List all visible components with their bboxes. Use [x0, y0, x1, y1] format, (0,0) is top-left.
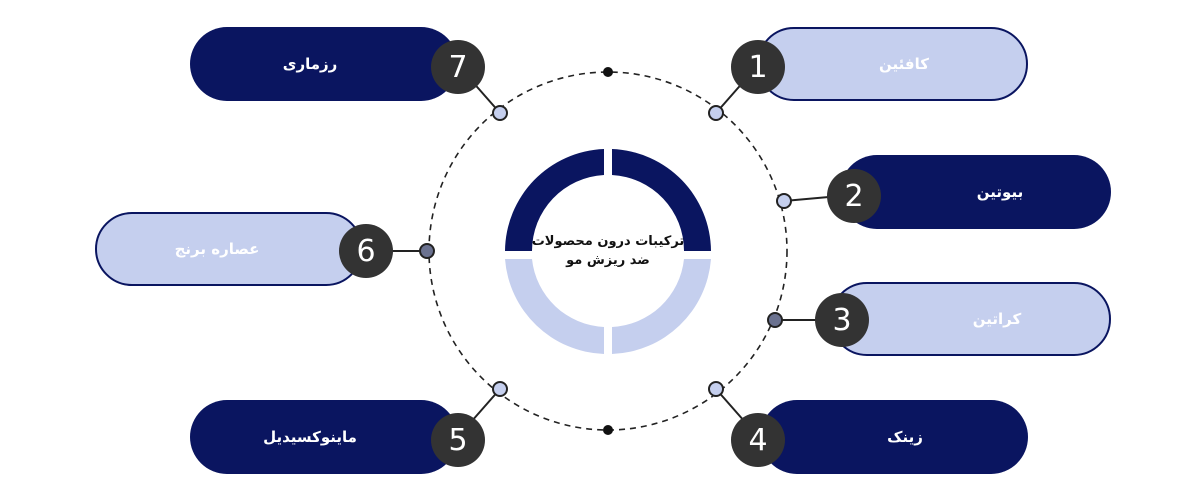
- ingredient-pill-7: رزماری: [190, 27, 458, 101]
- junction-dot-2: [776, 193, 792, 209]
- ingredient-number-6: 6: [339, 224, 393, 278]
- ingredient-number-3: 3: [815, 293, 869, 347]
- ingredient-number-4: 4: [731, 413, 785, 467]
- ingredient-label-6: عصاره برنج: [174, 240, 260, 258]
- ingredient-number-5: 5: [431, 413, 485, 467]
- junction-dot-7: [492, 105, 508, 121]
- center-title-line-2: ضد ریزش مو: [566, 253, 650, 268]
- ingredient-pill-3: کراتین: [830, 282, 1111, 356]
- circle-top-dot: [603, 67, 613, 77]
- center-title-line-1: ترکیبات درون محصولات: [531, 234, 685, 249]
- center-title: ترکیبات درون محصولات ضد ریزش مو: [508, 232, 708, 270]
- junction-dot-1: [708, 105, 724, 121]
- donut-segment-top-right: [612, 149, 711, 251]
- donut-segment-bottom-right: [612, 259, 711, 354]
- ingredient-pill-2: بیوتین: [840, 155, 1111, 229]
- ingredient-number-7: 7: [431, 40, 485, 94]
- ingredient-label-3: کراتین: [972, 310, 1022, 328]
- ingredient-pill-6: عصاره برنج: [95, 212, 363, 286]
- ingredient-label-2: بیوتین: [976, 183, 1024, 201]
- ingredient-pill-5: ماینوکسیدیل: [190, 400, 458, 474]
- ingredient-pill-4: زینک: [760, 400, 1028, 474]
- donut-segment-top-left: [505, 149, 604, 251]
- ingredient-label-5: ماینوکسیدیل: [263, 428, 357, 446]
- circle-bottom-dot: [603, 425, 613, 435]
- donut-segment-bottom-left: [505, 259, 604, 354]
- junction-dot-5: [492, 381, 508, 397]
- ingredient-pill-1: کافئین: [757, 27, 1028, 101]
- ingredient-label-7: رزماری: [282, 55, 338, 73]
- ingredient-number-1: 1: [731, 40, 785, 94]
- junction-dot-6: [419, 243, 435, 259]
- ingredient-label-4: زینک: [887, 428, 923, 446]
- junction-dot-3: [767, 312, 783, 328]
- junction-dot-4: [708, 381, 724, 397]
- ingredient-label-1: کافئین: [879, 55, 929, 73]
- ingredient-number-2: 2: [827, 169, 881, 223]
